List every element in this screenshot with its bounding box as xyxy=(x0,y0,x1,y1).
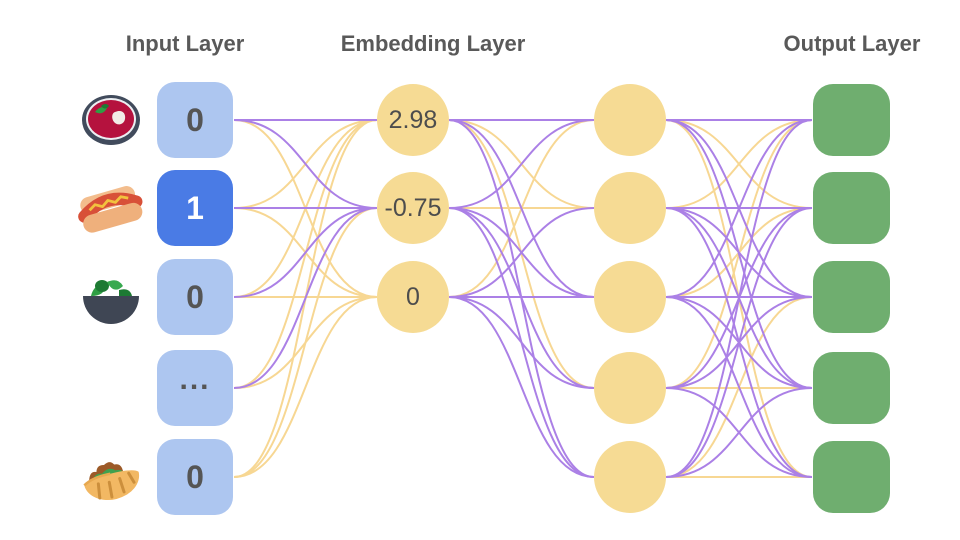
input-node: 0 xyxy=(157,259,233,335)
edge-purple xyxy=(665,387,813,478)
embedding-node: -0.75 xyxy=(377,172,449,244)
input-node-value: ... xyxy=(179,363,211,396)
hidden-node xyxy=(594,84,666,156)
edge-yellow xyxy=(665,119,813,209)
output-layer-title: Output Layer xyxy=(783,31,921,56)
edge-purple xyxy=(448,119,595,298)
edge-purple xyxy=(665,119,813,478)
edge-purple xyxy=(448,207,595,298)
hidden-node xyxy=(594,261,666,333)
input-node: 0 xyxy=(157,439,233,515)
input-node-value: 0 xyxy=(186,278,204,315)
hidden-node xyxy=(594,172,666,244)
edge-purple xyxy=(665,207,813,478)
edge-purple xyxy=(448,119,595,209)
input-node-value: 1 xyxy=(186,189,204,226)
edge-purple xyxy=(665,296,813,478)
edge-yellow xyxy=(233,296,378,478)
output-node xyxy=(813,352,890,424)
edge-purple xyxy=(233,207,378,389)
edge-purple xyxy=(665,207,813,298)
embedding-node: 2.98 xyxy=(377,84,449,156)
output-node xyxy=(813,441,890,513)
input-node: ... xyxy=(157,350,233,426)
output-node xyxy=(813,84,890,156)
embedding-value: -0.75 xyxy=(384,193,442,222)
edge-purple xyxy=(233,119,378,209)
stuffed-flatbread-icon xyxy=(78,445,142,509)
embedding-layer-title: Embedding Layer xyxy=(340,31,526,56)
hot-dog-icon xyxy=(74,172,146,244)
salad-icon xyxy=(79,265,143,329)
edge-purple xyxy=(448,296,595,478)
borscht-icon xyxy=(79,88,143,152)
hidden-node xyxy=(594,441,666,513)
input-node-value: 0 xyxy=(186,101,204,138)
input-node: 0 xyxy=(157,82,233,158)
edge-purple xyxy=(448,296,595,389)
output-node xyxy=(813,261,890,333)
embedding-node: 0 xyxy=(377,261,449,333)
edge-purple xyxy=(665,119,813,298)
edge-yellow xyxy=(233,207,378,478)
input-node-value: 0 xyxy=(186,458,204,495)
input-layer-title: Input Layer xyxy=(125,31,245,56)
input-node-active: 1 xyxy=(157,170,233,246)
embedding-value: 0 xyxy=(406,282,420,311)
hidden-node xyxy=(594,352,666,424)
embedding-value: 2.98 xyxy=(388,105,438,134)
edge-purple xyxy=(233,207,378,298)
output-node xyxy=(813,172,890,244)
